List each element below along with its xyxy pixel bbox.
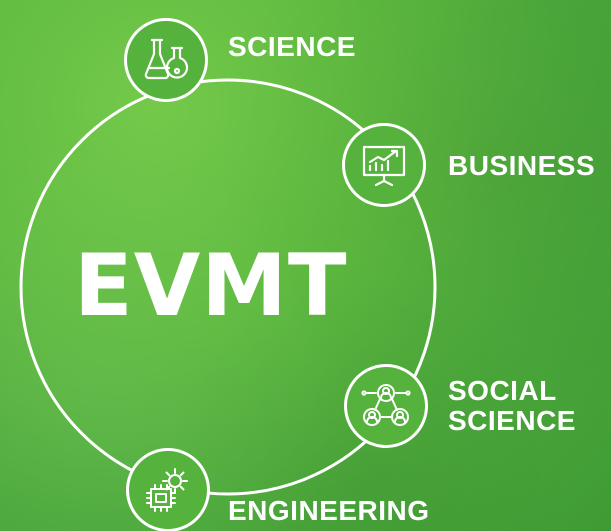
science-label: SCIENCE	[228, 31, 356, 62]
gear-chip-icon	[146, 468, 188, 512]
center-title: EVMT	[74, 236, 348, 336]
flasks-icon	[144, 38, 189, 80]
growth-chart-icon	[362, 145, 406, 187]
social-science-label-line1: SOCIAL	[448, 375, 557, 406]
business-label: BUSINESS	[448, 150, 596, 181]
social-science-label: SOCIAL SCIENCE	[448, 376, 576, 436]
social-science-label-line2: SCIENCE	[448, 405, 576, 436]
science-node	[124, 18, 208, 102]
social-science-node	[344, 364, 428, 448]
people-network-icon	[361, 384, 411, 426]
business-node	[342, 123, 426, 207]
engineering-node	[126, 448, 210, 531]
engineering-label: ENGINEERING	[228, 495, 430, 526]
